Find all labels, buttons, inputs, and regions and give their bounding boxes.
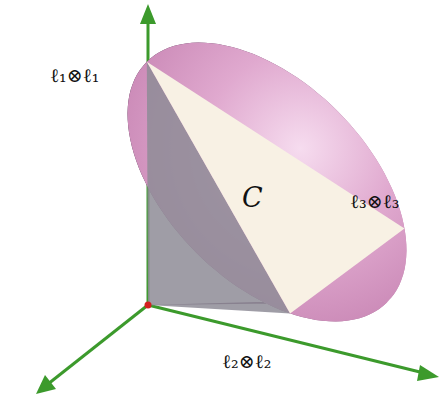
vertex-label: ℓ₂⊗ℓ₂ xyxy=(222,350,271,373)
origin-dot xyxy=(145,302,152,309)
cone-cap xyxy=(128,43,407,322)
axis-line xyxy=(148,305,424,373)
vertex-label: ℓ₃⊗ℓ₃ xyxy=(350,190,399,213)
cone-body xyxy=(128,43,407,322)
coordinate-axes xyxy=(36,4,439,394)
vertex-label: ℓ₁⊗ℓ₁ xyxy=(50,64,99,87)
triangle xyxy=(147,62,405,314)
cone-label: C xyxy=(242,182,263,214)
axis-arrowhead xyxy=(36,375,56,394)
axis-arrowhead xyxy=(417,365,439,381)
axis-line xyxy=(48,305,148,384)
axis-arrowhead xyxy=(140,4,156,24)
